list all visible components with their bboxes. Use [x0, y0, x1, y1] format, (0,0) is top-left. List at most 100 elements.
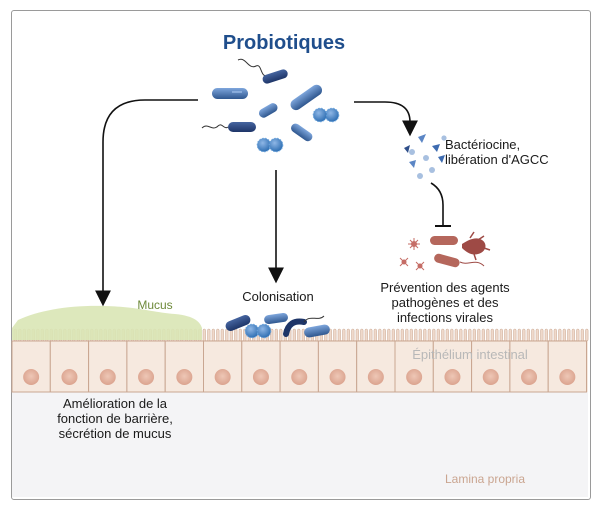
cell-nucleus [214, 369, 231, 385]
colonising-bacteria-icon [225, 312, 330, 339]
microvillus [220, 328, 224, 342]
microvillus [463, 328, 467, 342]
cell-nucleus [138, 369, 155, 385]
microvillus [571, 328, 575, 342]
bacteriocin-label-line1: Bactériocine, [445, 137, 521, 152]
microvillus [297, 328, 301, 342]
microvillus [436, 328, 440, 342]
lamina-propria-label: Lamina propria [444, 472, 526, 486]
microvillus [274, 328, 278, 342]
pathogen-prevention-label: Prévention des agents pathogènes et des … [366, 280, 524, 325]
microvillus [454, 328, 458, 342]
microvillus [513, 328, 517, 342]
cell-nucleus [482, 369, 499, 385]
microvillus [508, 328, 512, 342]
microvillus [216, 328, 220, 342]
mucus-layer [12, 305, 202, 340]
arrow-to-barrier [95, 99, 198, 307]
microvillus [549, 328, 553, 342]
microvillus [567, 328, 571, 342]
cell-nucleus [252, 369, 269, 385]
microvillus [207, 328, 211, 342]
microvillus [337, 328, 341, 342]
microvillus [418, 328, 422, 342]
microvillus [432, 328, 436, 342]
cell-nucleus [329, 369, 346, 385]
microvillus [279, 328, 283, 342]
microvillus [373, 328, 377, 342]
microvillus [468, 328, 472, 342]
cell-nucleus [23, 369, 40, 385]
microvillus [378, 328, 382, 342]
barrier-label-line3: sécrétion de mucus [58, 426, 172, 441]
microvillus [396, 328, 400, 342]
microvillus [441, 328, 445, 342]
microvillus [531, 328, 535, 342]
cell-nucleus [521, 369, 538, 385]
microvillus [211, 328, 215, 342]
microvillus [526, 328, 530, 342]
epithelium-label: Épithélium intestinal [412, 347, 528, 362]
microvillus [472, 328, 476, 342]
cell-nucleus [367, 369, 384, 385]
microvillus [351, 328, 355, 342]
microvillus [481, 328, 485, 342]
arrow-to-bacteriocin [354, 101, 418, 137]
microvillus [445, 328, 449, 342]
microvillus [522, 328, 526, 342]
lamina-propria-region [12, 392, 588, 497]
microvillus [355, 328, 359, 342]
microvillus [391, 328, 395, 342]
epithelial-cells [11, 340, 588, 393]
microvillus [387, 328, 391, 342]
cell-nucleus [99, 369, 116, 385]
microvillus [369, 328, 373, 342]
microvillus [364, 328, 368, 342]
cell-nucleus [559, 369, 576, 385]
microvillus [225, 328, 229, 342]
microvillus [535, 328, 539, 342]
cell-nucleus [61, 369, 78, 385]
microvillus [409, 328, 413, 342]
cell-nucleus [444, 369, 461, 385]
microvillus [490, 328, 494, 342]
microvillus [427, 328, 431, 342]
inhibition-line [430, 182, 444, 225]
microvillus [414, 328, 418, 342]
microvillus [585, 328, 589, 342]
microvillus [576, 328, 580, 342]
bacteriocin-label: Bactériocine, libération d'AGCC [445, 137, 585, 167]
microvillus [495, 328, 499, 342]
microvillus [400, 328, 404, 342]
prevention-label-line2: pathogènes et des [391, 295, 499, 310]
microvillus [558, 328, 562, 342]
mucus-label: Mucus [137, 298, 173, 312]
cell-nucleus [176, 369, 193, 385]
colonisation-label: Colonisation [242, 289, 314, 304]
microvillus [477, 328, 481, 342]
microvillus [504, 328, 508, 342]
microvillus [382, 328, 386, 342]
barrier-label-line1: Amélioration de la [62, 396, 168, 411]
microvillus [580, 328, 584, 342]
pathogen-cluster-icon [399, 231, 491, 271]
microvillus [301, 328, 305, 342]
microvillus [544, 328, 548, 342]
prevention-label-line3: infections virales [396, 310, 494, 325]
microvillus [562, 328, 566, 342]
microvillus [333, 328, 337, 342]
prevention-label-line1: Prévention des agents [380, 280, 510, 295]
diagram-title: Probiotiques [222, 32, 346, 54]
barrier-label-line2: fonction de barrière, [57, 411, 173, 426]
bacteriocin-particles-icon [404, 134, 447, 179]
microvillus [517, 328, 521, 342]
microvillus [238, 328, 242, 342]
microvillus [553, 328, 557, 342]
microvillus [486, 328, 490, 342]
microvillus [342, 328, 346, 342]
microvillus [202, 328, 206, 342]
microvillus [292, 328, 296, 342]
microvillus [540, 328, 544, 342]
microvillus [459, 328, 463, 342]
